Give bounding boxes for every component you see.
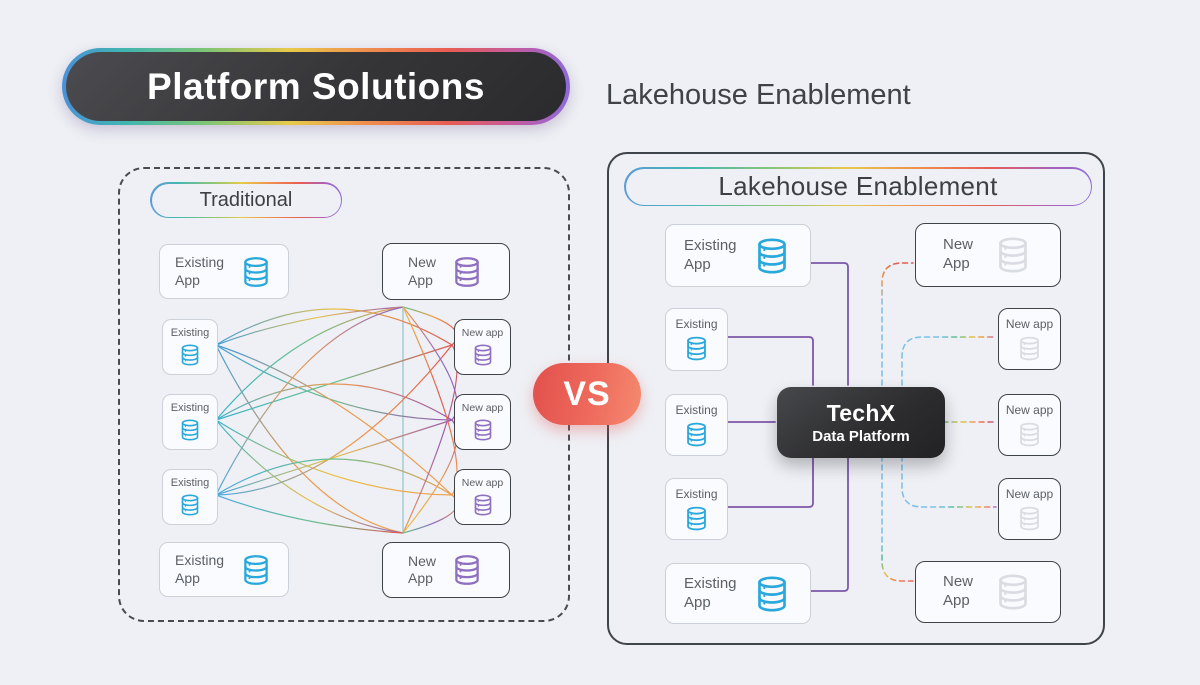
lakehouse-existing-app-top: Existing App (665, 224, 811, 287)
node-label: New app (461, 476, 504, 489)
spaghetti-connection (215, 344, 453, 421)
lakehouse-existing-app-bottom: Existing App (665, 563, 811, 624)
platform-solutions-badge: Platform Solutions (62, 48, 570, 125)
node-label: New app (1005, 486, 1054, 501)
hub-name: TechX (826, 400, 896, 426)
database-icon (683, 421, 710, 448)
lakehouse-new-3: New app (998, 478, 1061, 540)
database-icon (683, 505, 710, 532)
node-label: New App (407, 254, 436, 288)
database-icon (993, 572, 1033, 612)
database-icon (178, 493, 202, 517)
node-label: Existing App (684, 574, 737, 611)
database-icon (752, 236, 792, 276)
traditional-existing-app-bottom: Existing App (159, 542, 289, 597)
database-icon (752, 574, 792, 614)
traditional-title-pill: Traditional (150, 182, 342, 218)
database-icon (239, 255, 273, 289)
database-icon (471, 418, 495, 442)
page-subtitle: Lakehouse Enablement (606, 79, 911, 111)
spaghetti-connection (215, 306, 404, 346)
database-icon (993, 235, 1033, 275)
node-label: Existing (675, 486, 718, 501)
lakehouse-new-2: New app (998, 394, 1061, 456)
platform-solutions-badge-inner: Platform Solutions (66, 52, 566, 121)
node-label: Existing (170, 326, 210, 339)
lakehouse-existing-2: Existing (665, 394, 728, 456)
spaghetti-connection (215, 344, 453, 421)
spaghetti-connection (215, 494, 404, 534)
database-icon (1016, 421, 1043, 448)
spaghetti-connection (215, 306, 404, 421)
spaghetti-connection (215, 308, 453, 346)
traditional-new-2: New app (454, 394, 511, 450)
dashed-connector (901, 336, 997, 386)
traditional-existing-2: Existing (162, 394, 218, 450)
lakehouse-title-pill: Lakehouse Enablement (624, 167, 1092, 206)
node-label: New App (407, 552, 436, 587)
traditional-new-1: New app (454, 319, 511, 375)
lakehouse-new-app-top: New App (915, 223, 1061, 287)
node-label: Existing (170, 401, 210, 414)
dashed-connector (881, 455, 914, 582)
node-label: Existing App (175, 552, 225, 586)
purple-connector (808, 262, 849, 386)
database-icon (1016, 505, 1043, 532)
spaghetti-connection (215, 306, 404, 496)
purple-connector (808, 455, 849, 592)
node-label: Existing (675, 317, 718, 331)
lakehouse-new-app-bottom: New App (915, 561, 1061, 623)
database-icon (683, 335, 710, 362)
node-label: Existing App (175, 254, 225, 288)
traditional-title: Traditional (151, 183, 341, 217)
hub-subtitle: Data Platform (812, 428, 910, 445)
node-label: Existing App (684, 236, 737, 273)
spaghetti-connection (215, 383, 453, 421)
spaghetti-connection (215, 419, 404, 534)
database-icon (471, 493, 495, 517)
platform-solutions-label: Platform Solutions (147, 65, 485, 107)
traditional-existing-1: Existing (162, 319, 218, 375)
spaghetti-connection (215, 344, 453, 496)
vs-label: VS (563, 374, 611, 413)
node-label: New app (461, 326, 504, 339)
spaghetti-connection (215, 419, 453, 496)
techx-data-platform-hub: TechX Data Platform (777, 387, 945, 458)
purple-connector (725, 336, 814, 386)
node-label: New app (461, 401, 504, 414)
traditional-panel: Traditional Existing App Existing Existi… (118, 167, 570, 622)
database-icon (239, 553, 273, 587)
database-icon (1016, 335, 1043, 362)
traditional-new-app-bottom: New App (382, 542, 510, 598)
dashed-connector (881, 262, 914, 386)
dashed-connector (901, 455, 997, 508)
lakehouse-new-1: New app (998, 308, 1061, 370)
node-label: New App (942, 236, 973, 272)
traditional-existing-3: Existing (162, 469, 218, 525)
lakehouse-existing-1: Existing (665, 308, 728, 371)
node-label: Existing (675, 402, 718, 417)
node-label: Existing (170, 476, 210, 489)
lakehouse-panel: Lakehouse Enablement Existing App Existi… (607, 152, 1105, 645)
node-label: New App (942, 573, 973, 609)
spaghetti-connection (215, 344, 404, 534)
spaghetti-connection (215, 458, 453, 496)
database-icon (471, 343, 495, 367)
spaghetti-connection (215, 344, 453, 496)
database-icon (178, 418, 202, 442)
purple-connector (725, 455, 814, 508)
spaghetti-connection (215, 419, 453, 496)
database-icon (178, 343, 202, 367)
node-label: New app (1005, 402, 1054, 417)
traditional-new-3: New app (454, 469, 511, 525)
node-label: New app (1005, 316, 1054, 331)
traditional-existing-app-top: Existing App (159, 244, 289, 299)
database-icon (450, 255, 484, 289)
lakehouse-title: Lakehouse Enablement (625, 168, 1091, 205)
vs-badge: VS (533, 363, 641, 425)
traditional-new-app-top: New App (382, 243, 510, 300)
lakehouse-existing-3: Existing (665, 478, 728, 540)
database-icon (450, 553, 484, 587)
